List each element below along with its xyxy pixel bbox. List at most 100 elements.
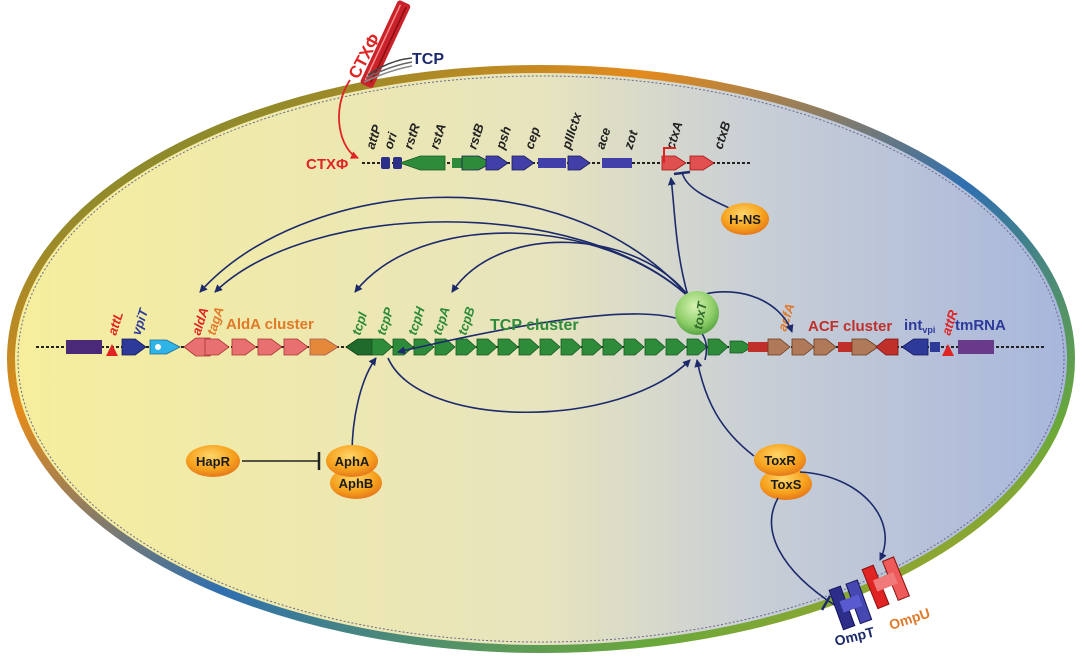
acf-arrow-3 (813, 338, 837, 356)
toxR-activate-ompU (799, 471, 887, 561)
ctx-gene-attP-shape (381, 157, 390, 169)
ctx-gene-zot-label: zot (620, 128, 641, 152)
ctx-gene-ctxA-shape (661, 155, 687, 171)
int-site (930, 342, 940, 352)
tcp-cluster-arrow-9 (539, 338, 561, 356)
tcp-cluster-arrow-16 (686, 338, 708, 356)
toxT-protein: toxT (675, 291, 719, 335)
ctx-gene-ace-label: ace (593, 126, 614, 151)
tcp-cluster-arrow-8 (518, 338, 540, 356)
tcpP-to-toxT-loop (387, 357, 691, 414)
hns-protein: H-NS (721, 203, 769, 235)
tcp-cluster-arrow-1 (371, 338, 393, 356)
toxR-repress-ompT (770, 497, 837, 607)
aphB-label: AphB (339, 476, 374, 491)
vpi-blue-gene (149, 339, 181, 355)
tcp-cluster-arrow-11 (581, 338, 603, 356)
ctx-gene-ctxB-shape (689, 155, 715, 171)
tcp-cluster-label: TCP cluster (490, 317, 579, 334)
ctx-gene-rstA-shape (452, 158, 467, 168)
ompT-label: OmpT (833, 623, 877, 648)
toxr-to-toxT-arrow (694, 359, 755, 457)
prophage-ctx-label: CTXΦ (306, 156, 348, 173)
hns-label: H-NS (729, 212, 761, 227)
aldA-cluster-arrow-2 (257, 338, 283, 356)
acf-cluster-label: ACF cluster (808, 318, 892, 335)
tcp-cluster-arrow-5 (455, 338, 477, 356)
hapR-protein: HapR (186, 445, 240, 477)
tcp-cluster-arrow-10 (560, 338, 582, 356)
tmRNA-block (958, 340, 994, 354)
toxt-to-tcpI-arc (354, 232, 691, 299)
ctx-gene-pIIIctx-shape (538, 158, 566, 168)
acf-arrow-5 (875, 338, 899, 356)
ctx-gene-attP-label: attP (363, 123, 385, 151)
toxt-to-tcpA-arc (451, 241, 691, 299)
ompU-porin (861, 556, 911, 610)
tcp-cluster-arrow-6 (476, 338, 498, 356)
aldA-cluster-label: AldA cluster (226, 316, 314, 333)
toxT-label: toxT (690, 300, 710, 331)
acf-arrow-1 (767, 338, 791, 356)
aphA-label: AphA (335, 454, 370, 469)
toxR-protein: ToxR (754, 444, 806, 476)
ctx-gene-ori-label: ori (381, 130, 401, 151)
int-label: intvpi (904, 317, 935, 335)
ctx-gene-psh-label: psh (492, 124, 514, 152)
toxT-gene-arrow (729, 340, 753, 354)
tcp-cluster-arrow-14 (644, 338, 666, 356)
vpiT-arrow (121, 338, 147, 356)
vpi-blue-marker (155, 344, 161, 350)
tcp-cluster-arrow-17 (707, 338, 729, 356)
cell-outer-membrane (7, 65, 1075, 653)
ctx-gene-psh-shape (485, 155, 509, 171)
attL-label: attL (105, 310, 127, 337)
hns-repression-bar (673, 170, 691, 176)
int-main: int (904, 317, 922, 334)
tmRNA-label: tmRNA (955, 317, 1006, 334)
tcpI-label: tcpI (349, 310, 371, 337)
acf-block-1 (748, 342, 768, 352)
ctx-gene-rstB-shape (461, 155, 493, 171)
toxR-label: ToxR (764, 453, 796, 468)
tcp-cluster-arrow-15 (665, 338, 687, 356)
ompT-porin (828, 579, 873, 631)
aldA-cluster-arrow-3 (283, 338, 309, 356)
tcp-cluster-arrow-7 (497, 338, 519, 356)
ctx-promoter (663, 147, 676, 163)
int-sub: vpi (922, 325, 935, 335)
ctx-gene-zot-shape (602, 158, 632, 168)
tcp-cluster-arrow-12 (602, 338, 624, 356)
tcp-cluster-arrow-3 (413, 338, 435, 356)
toxS-protein: ToxS (760, 468, 812, 500)
attL-site (106, 344, 118, 356)
aldA-cluster-arrow-1 (231, 338, 257, 356)
acf-arrow-4 (851, 338, 879, 356)
phage-entry-arrow (338, 79, 359, 159)
tcp-pilus (363, 57, 413, 83)
left-flank-block (66, 340, 102, 354)
acf-arrow-2 (791, 338, 815, 356)
acf-block-2 (838, 342, 852, 352)
ctx-gene-cep-shape (511, 155, 535, 171)
toxt-to-ctx-arc (667, 177, 689, 297)
ctx-gene-ori-shape (393, 157, 402, 169)
apha-to-tcpP-arrow (351, 357, 377, 455)
tcp-cluster-arrow-13 (623, 338, 645, 356)
toxT-self-loop (397, 313, 708, 361)
attR-site (942, 344, 954, 356)
toxt-to-aldA-arc (199, 196, 691, 299)
aldA-cluster-arrow-4 (309, 338, 339, 356)
ctx-gene-rstR-shape (398, 155, 446, 171)
ctx-gene-ace-shape (567, 155, 591, 171)
ompT-repression-bar (820, 595, 832, 611)
ctx-gene-cep-label: cep (522, 125, 543, 151)
aphA-protein: AphA (326, 445, 378, 477)
toxt-to-acfA-arc (704, 290, 794, 333)
toxS-label: ToxS (771, 477, 802, 492)
int-arrow (901, 338, 929, 356)
tcp-receptor-label: TCP (412, 51, 444, 68)
